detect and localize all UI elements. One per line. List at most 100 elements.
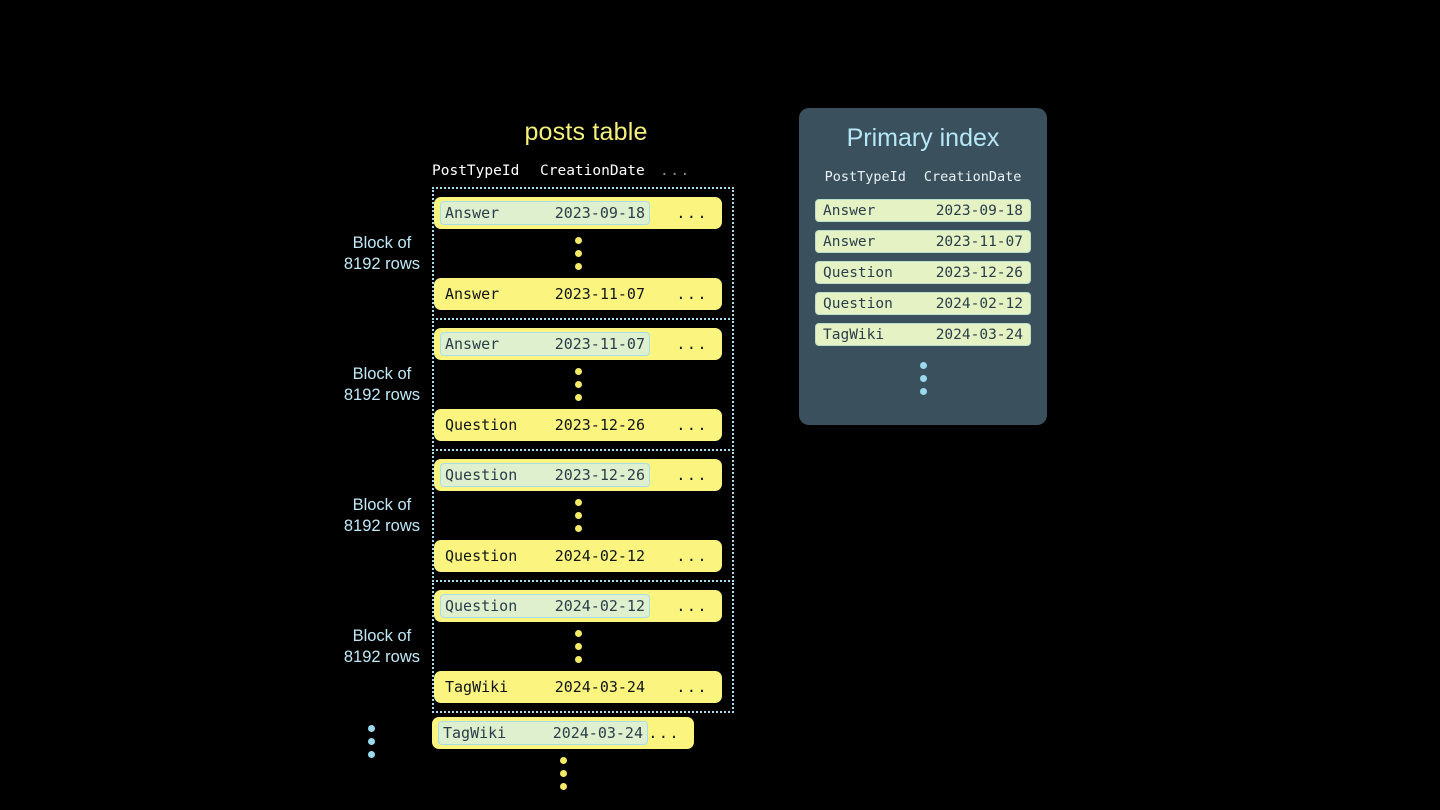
row-more: ...	[676, 285, 708, 303]
block-label-line1: Block of	[352, 233, 412, 252]
index-row: Answer 2023-09-18	[815, 199, 1031, 222]
index-row: Question 2023-12-26	[815, 261, 1031, 284]
index-row: Answer 2023-11-07	[815, 230, 1031, 253]
dot-icon	[367, 725, 375, 732]
dot-icon	[574, 630, 582, 637]
block-label-line2: 8192 rows	[343, 516, 420, 535]
dot-icon	[574, 381, 582, 388]
block-label-line2: 8192 rows	[343, 647, 420, 666]
dot-icon	[574, 512, 582, 519]
dot-icon	[367, 751, 375, 758]
row-creationdate: 2024-02-12	[554, 547, 645, 565]
dot-icon	[574, 368, 582, 375]
row-cellgroup: Question 2024-02-12	[440, 594, 650, 618]
row-more: ...	[676, 416, 708, 434]
row-more: ...	[676, 678, 708, 696]
row-creationdate: 2023-11-07	[554, 335, 645, 353]
primary-index-column-headers: PostTypeId CreationDate	[815, 169, 1031, 185]
dot-icon	[919, 375, 927, 382]
block-label-line2: 8192 rows	[343, 385, 420, 404]
block-label-line1: Block of	[352, 495, 412, 514]
table-tail: TagWiki 2024-03-24 ...	[310, 717, 750, 798]
vertical-ellipsis-icon	[434, 229, 722, 278]
dot-icon	[574, 525, 582, 532]
index-row-posttypeid: Question	[823, 264, 893, 281]
index-row-creationdate: 2023-12-26	[935, 264, 1023, 281]
row-posttypeid: TagWiki	[445, 678, 509, 696]
table-row: TagWiki 2024-03-24 ...	[432, 717, 694, 749]
vertical-ellipsis-icon	[434, 491, 722, 540]
index-row-posttypeid: Answer	[823, 233, 876, 250]
dot-icon	[559, 783, 567, 790]
table-row: Question 2023-12-26...	[434, 409, 722, 441]
table-row: Answer 2023-11-07...	[434, 328, 722, 360]
vertical-ellipsis-icon	[432, 749, 694, 798]
index-row-posttypeid: Answer	[823, 202, 876, 219]
block-label: Block of 8192 rows	[344, 626, 420, 668]
dot-icon	[574, 643, 582, 650]
column-header-posttypeid: PostTypeId	[432, 163, 520, 179]
posts-table-title: posts table	[524, 118, 648, 146]
row-posttypeid: Question	[445, 416, 518, 434]
posts-table-section: posts table PostTypeId CreationDate ... …	[310, 118, 750, 798]
dot-icon	[574, 250, 582, 257]
dot-icon	[574, 394, 582, 401]
row-creationdate: 2024-03-24	[552, 724, 643, 742]
row-cellgroup: Question 2023-12-26	[440, 413, 650, 437]
dot-icon	[559, 757, 567, 764]
index-column-header-creationdate: CreationDate	[923, 169, 1022, 185]
tail-left-ellipsis	[310, 717, 432, 766]
dot-icon	[574, 263, 582, 270]
row-more: ...	[676, 597, 708, 615]
row-posttypeid: Question	[445, 466, 518, 484]
index-row-creationdate: 2024-02-12	[935, 295, 1023, 312]
primary-index-title: Primary index	[846, 124, 1000, 152]
row-cellgroup: TagWiki 2024-03-24	[438, 721, 648, 745]
row-posttypeid: Answer	[445, 204, 500, 222]
block-label: Block of 8192 rows	[344, 495, 420, 537]
index-row: TagWiki 2024-03-24	[815, 323, 1031, 346]
row-posttypeid: Answer	[445, 285, 500, 303]
dot-icon	[919, 362, 927, 369]
row-more: ...	[676, 335, 708, 353]
row-creationdate: 2023-09-18	[554, 204, 645, 222]
row-posttypeid: Question	[445, 597, 518, 615]
row-posttypeid: TagWiki	[443, 724, 507, 742]
row-cellgroup: Answer 2023-11-07	[440, 332, 650, 356]
index-row-creationdate: 2024-03-24	[935, 326, 1023, 343]
posts-table-column-headers: PostTypeId CreationDate ...	[310, 163, 750, 179]
primary-index-panel: Primary index PostTypeId CreationDate An…	[799, 108, 1047, 425]
index-row-posttypeid: TagWiki	[823, 326, 885, 343]
row-cellgroup: Answer 2023-11-07	[440, 282, 650, 306]
index-row-posttypeid: Question	[823, 295, 893, 312]
row-creationdate: 2023-12-26	[554, 466, 645, 484]
block-label-line1: Block of	[352, 626, 412, 645]
row-creationdate: 2023-11-07	[554, 285, 645, 303]
dot-icon	[559, 770, 567, 777]
vertical-ellipsis-icon	[367, 717, 375, 766]
table-row: Question 2023-12-26...	[434, 459, 722, 491]
row-creationdate: 2023-12-26	[554, 416, 645, 434]
index-row-creationdate: 2023-09-18	[935, 202, 1023, 219]
dot-icon	[919, 388, 927, 395]
index-row: Question 2024-02-12	[815, 292, 1031, 315]
column-header-creationdate: CreationDate	[540, 163, 645, 179]
row-more: ...	[676, 466, 708, 484]
row-cellgroup: Answer 2023-09-18	[440, 201, 650, 225]
row-creationdate: 2024-02-12	[554, 597, 645, 615]
index-row-creationdate: 2023-11-07	[935, 233, 1023, 250]
table-row: Answer 2023-11-07...	[434, 278, 722, 310]
row-posttypeid: Answer	[445, 335, 500, 353]
table-row: Question 2024-02-12...	[434, 590, 722, 622]
